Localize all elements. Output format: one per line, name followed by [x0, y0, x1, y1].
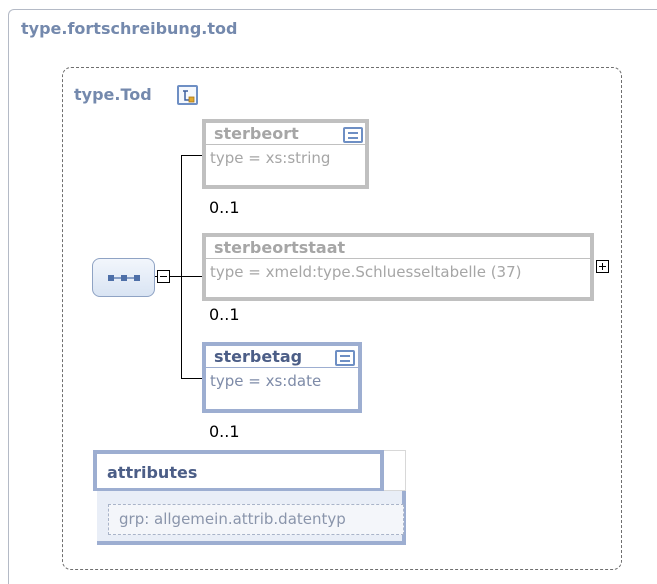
documentation-icon: [343, 127, 363, 143]
element-name: sterbeortstaat: [214, 238, 346, 257]
element-type: type = xs:string: [210, 149, 331, 167]
attributes-box[interactable]: attributes grp: allgemein.attrib.datenty…: [93, 450, 406, 549]
element-sterbeort[interactable]: sterbeort type = xs:string: [202, 119, 369, 189]
expand-toggle[interactable]: [596, 260, 609, 273]
outer-type-title: type.fortschreibung.tod: [21, 19, 238, 38]
branch-line-sterbetag: [181, 378, 202, 379]
cardinality: 0..1: [209, 198, 240, 217]
cardinality: 0..1: [209, 422, 240, 441]
element-name: sterbetag: [214, 347, 303, 366]
element-sterbetag[interactable]: sterbetag type = xs:date: [202, 342, 362, 413]
element-type: type = xmeld:type.Schluesseltabelle (37): [210, 263, 522, 281]
outer-type-frame: [8, 9, 657, 584]
branch-line-sterbeort: [181, 155, 202, 156]
inner-type-title: type.Tod: [74, 85, 152, 104]
sequence-collapse-toggle[interactable]: [157, 270, 170, 283]
attribute-group[interactable]: grp: allgemein.attrib.datentyp: [108, 504, 404, 535]
element-sterbeortstaat[interactable]: sterbeortstaat type = xmeld:type.Schlues…: [202, 233, 594, 301]
element-type: type = xs:date: [210, 372, 322, 390]
sequence-icon: [108, 275, 140, 281]
sequence-compositor[interactable]: [92, 258, 155, 297]
element-name: sterbeort: [214, 124, 299, 143]
branch-vertical-line: [181, 155, 182, 379]
sequence-connector: [155, 276, 158, 277]
documentation-icon: [335, 350, 355, 366]
cardinality: 0..1: [209, 305, 240, 324]
inner-type-frame: [62, 67, 622, 570]
attributes-label: attributes: [107, 463, 198, 482]
branch-line-sterbeortstaat: [181, 276, 202, 277]
complex-type-icon[interactable]: [177, 85, 198, 105]
attribute-group-label: grp: allgemein.attrib.datentyp: [119, 510, 346, 528]
branch-connector: [170, 276, 182, 277]
